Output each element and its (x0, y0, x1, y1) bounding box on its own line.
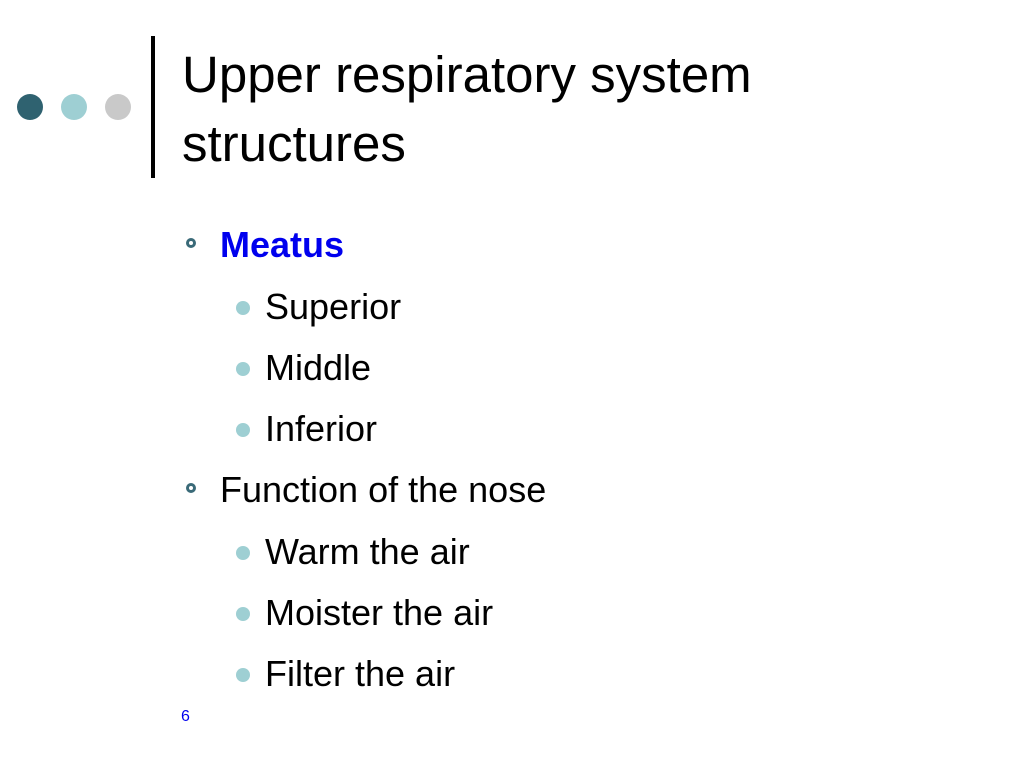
bullet-item-meatus: Meatus (184, 214, 984, 276)
ring-bullet-icon (186, 238, 196, 248)
sub-bullet-item: Middle (184, 337, 984, 398)
dot-grey-icon (105, 94, 131, 120)
sub-bullet-text: Filter the air (265, 653, 456, 694)
bullet-text: Function of the nose (220, 469, 547, 510)
sub-bullet-text: Inferior (265, 408, 378, 449)
sub-bullet-text: Warm the air (265, 531, 470, 572)
disc-bullet-icon (236, 546, 250, 560)
decorative-dots (17, 94, 137, 120)
sub-bullet-item: Warm the air (184, 521, 984, 582)
sub-bullet-text: Middle (265, 347, 372, 388)
title-divider (151, 36, 155, 178)
sub-bullet-item: Superior (184, 276, 984, 337)
slide-title: Upper respiratory system structures (182, 46, 752, 172)
sub-bullet-text: Superior (265, 286, 402, 327)
ring-bullet-icon (186, 483, 196, 493)
bullet-text: Meatus (220, 224, 345, 265)
sub-bullet-item: Moister the air (184, 582, 984, 643)
dot-dark-icon (17, 94, 43, 120)
bullet-item-function-of-nose: Function of the nose (184, 459, 984, 521)
disc-bullet-icon (236, 301, 250, 315)
disc-bullet-icon (236, 362, 250, 376)
sub-bullet-text: Moister the air (265, 592, 494, 633)
disc-bullet-icon (236, 668, 250, 682)
page-number: 6 (181, 708, 190, 725)
sub-bullet-item: Inferior (184, 398, 984, 459)
dot-light-icon (61, 94, 87, 120)
disc-bullet-icon (236, 607, 250, 621)
sub-bullet-item: Filter the air (184, 643, 984, 704)
disc-bullet-icon (236, 423, 250, 437)
bullet-list: Meatus Superior Middle Inferior Function… (184, 214, 984, 704)
